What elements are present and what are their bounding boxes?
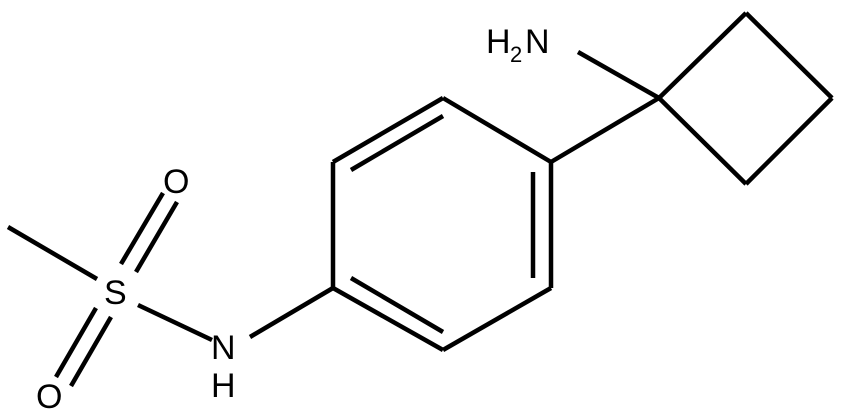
amide-n-label: N	[211, 329, 236, 367]
bond-ring-cyclobutyl	[549, 96, 661, 164]
cyclobutane-bond-2	[744, 11, 834, 100]
amine-h-label: H	[486, 23, 511, 61]
cyclobutane-bond-1	[657, 11, 748, 100]
ring-bond-2	[441, 286, 553, 352]
cyclobutane-bond-4	[657, 96, 748, 186]
bond-s-o-top-b	[134, 200, 179, 274]
oxygen-top-label: O	[163, 163, 189, 201]
ring-bond-1-inner	[349, 276, 445, 334]
ring-bond-5-inner	[349, 114, 445, 172]
bond-methyl-s	[6, 225, 99, 281]
bond-s-n	[137, 302, 213, 343]
bond-s-o-bottom-b	[69, 315, 113, 388]
bond-c-nh2	[576, 50, 661, 100]
bonds	[6, 11, 834, 388]
amide-h-label: H	[211, 367, 236, 405]
ring-bond-1	[331, 286, 445, 352]
atom-labels: H 2 N S O O N H	[36, 23, 550, 416]
sulfur-label: S	[104, 274, 127, 312]
ring-bond-4	[441, 96, 553, 164]
oxygen-bottom-label: O	[36, 378, 62, 416]
bond-s-o-top-a	[119, 191, 165, 266]
ring-bond-5	[331, 96, 445, 164]
amine-n-label: N	[525, 23, 550, 61]
amine-h-count-label: 2	[510, 42, 522, 67]
bond-s-o-bottom-a	[54, 306, 98, 379]
bond-n-ring	[248, 286, 335, 339]
cyclobutane-bond-3	[744, 96, 834, 186]
